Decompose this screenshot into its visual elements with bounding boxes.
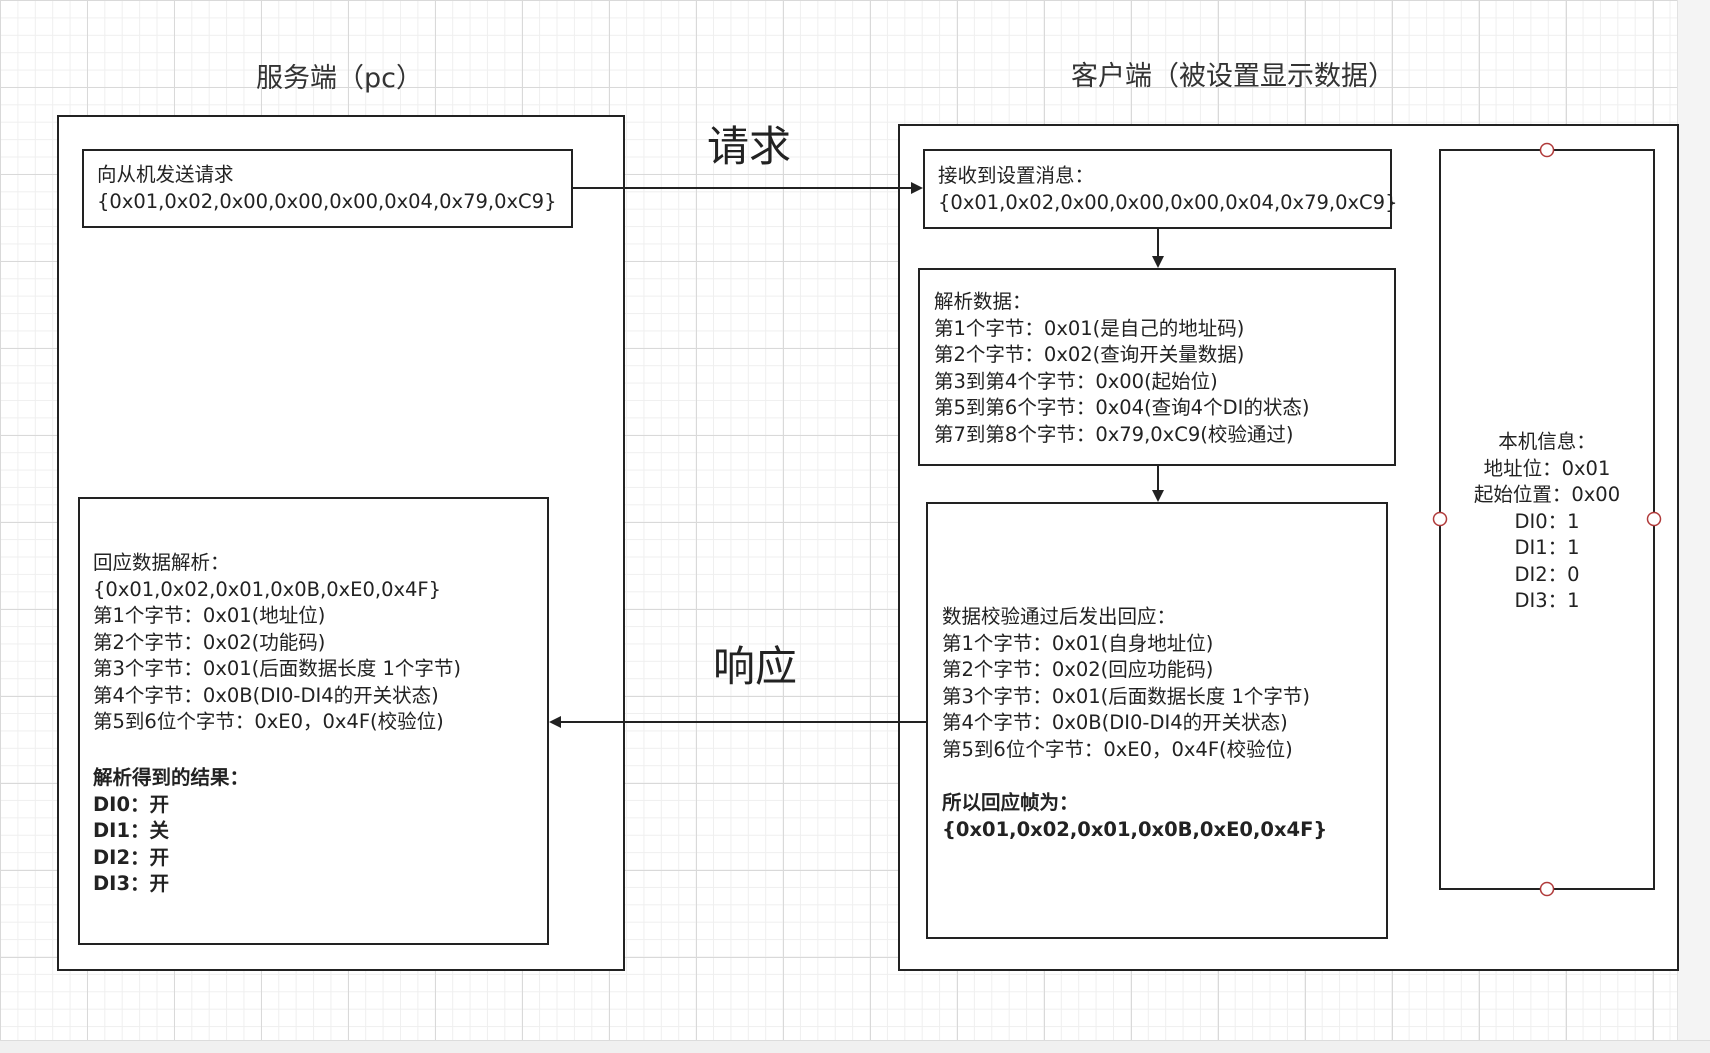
response-line-3: 第2个字节：0x02(功能码) — [93, 630, 326, 654]
client-parse-box[interactable]: 解析数据： 第1个字节：0x01(是自己的地址码) 第2个字节：0x02(查询开… — [918, 268, 1396, 466]
info-line-0: 本机信息： — [1498, 430, 1596, 453]
info-line-1: 地址位：0x01 — [1483, 456, 1611, 480]
client-receive-box[interactable]: 接收到设置消息： {0x01,0x02,0x00,0x00,0x00,0x04,… — [923, 149, 1398, 229]
receive-line-0: 接收到设置消息： — [938, 164, 1095, 187]
response-line-6: 第5到6位个字节：0xE0，0x4F(校验位) — [93, 710, 444, 733]
client-receive-text: 接收到设置消息： {0x01,0x02,0x00,0x00,0x00,0x04,… — [938, 163, 1398, 216]
request-label: 请求 — [707, 122, 792, 171]
response-line-0: 回应数据解析： — [93, 551, 230, 574]
client-reply-text: 数据校验通过后发出回应： 第1个字节：0x01(自身地址位) 第2个字节：0x0… — [942, 604, 1310, 763]
parse-line-0: 解析数据： — [934, 290, 1032, 313]
response-line-4: 第3个字节：0x01(后面数据长度 1个字节) — [93, 657, 461, 680]
response-label: 响应 — [713, 642, 798, 691]
info-line-2: 起始位置：0x00 — [1473, 483, 1621, 506]
frame-line-0: 所以回应帧为： — [942, 791, 1079, 814]
response-line-1: {0x01,0x02,0x01,0x0B,0xE0,0x4F} — [93, 577, 442, 601]
result-line-2: DI1：关 — [93, 819, 170, 842]
info-box-right-handle[interactable] — [1646, 511, 1662, 527]
server-request-box[interactable]: 向从机发送请求 {0x01,0x02,0x00,0x00,0x00,0x04,0… — [82, 149, 573, 228]
reply-line-4: 第4个字节：0x0B(DI0-DI4的开关状态) — [942, 711, 1288, 734]
parse-line-3: 第3到第4个字节：0x00(起始位) — [934, 369, 1218, 393]
client-frame-text: 所以回应帧为： {0x01,0x02,0x01,0x0B,0xE0,0x4F} — [942, 790, 1327, 843]
reply-line-2: 第2个字节：0x02(回应功能码) — [942, 658, 1214, 681]
client-title: 客户端（被设置显示数据） — [1071, 61, 1395, 92]
request-line-1: {0x01,0x02,0x00,0x00,0x00,0x04,0x79,0xC9… — [97, 189, 557, 213]
reply-line-1: 第1个字节：0x01(自身地址位) — [942, 631, 1214, 655]
result-line-3: DI2：开 — [93, 845, 170, 869]
response-line-5: 第4个字节：0x0B(DI0-DI4的开关状态) — [93, 683, 439, 707]
client-parse-text: 解析数据： 第1个字节：0x01(是自己的地址码) 第2个字节：0x02(查询开… — [934, 289, 1309, 448]
request-line-0: 向从机发送请求 — [97, 163, 234, 186]
info-box-top-handle[interactable] — [1539, 142, 1555, 158]
result-line-0: 解析得到的结果： — [93, 766, 250, 789]
receive-line-1: {0x01,0x02,0x00,0x00,0x00,0x04,0x79,0xC9… — [938, 190, 1398, 214]
server-response-box[interactable]: 回应数据解析： {0x01,0x02,0x01,0x0B,0xE0,0x4F} … — [78, 497, 549, 945]
server-title: 服务端（pc） — [256, 63, 423, 94]
info-line-6: DI3：1 — [1514, 589, 1580, 612]
result-line-4: DI3：开 — [93, 872, 170, 895]
parse-line-5: 第7到第8个字节：0x79,0xC9(校验通过) — [934, 422, 1294, 446]
client-info-box[interactable]: 本机信息： 地址位：0x01 起始位置：0x00 DI0：1 DI1：1 DI2… — [1439, 149, 1655, 890]
info-line-5: DI2：0 — [1514, 562, 1580, 586]
server-response-text: 回应数据解析： {0x01,0x02,0x01,0x0B,0xE0,0x4F} … — [93, 550, 461, 736]
parse-line-4: 第5到第6个字节：0x04(查询4个DI的状态) — [934, 396, 1310, 419]
reply-line-3: 第3个字节：0x01(后面数据长度 1个字节) — [942, 684, 1310, 708]
info-box-bottom-handle[interactable] — [1539, 881, 1555, 897]
reply-line-5: 第5到6位个字节：0xE0，0x4F(校验位) — [942, 737, 1293, 761]
server-result-text: 解析得到的结果： DI0：开 DI1：关 DI2：开 DI3：开 — [93, 765, 249, 898]
info-line-4: DI1：1 — [1514, 536, 1580, 559]
client-info-text: 本机信息： 地址位：0x01 起始位置：0x00 DI0：1 DI1：1 DI2… — [1441, 429, 1653, 615]
info-line-3: DI0：1 — [1514, 509, 1580, 533]
response-line-2: 第1个字节：0x01(地址位) — [93, 604, 326, 627]
frame-line-1: {0x01,0x02,0x01,0x0B,0xE0,0x4F} — [942, 817, 1328, 841]
canvas-bottom-scrollbar[interactable] — [0, 1040, 1710, 1053]
server-request-text: 向从机发送请求 {0x01,0x02,0x00,0x00,0x00,0x04,0… — [97, 162, 557, 215]
info-box-left-handle[interactable] — [1432, 511, 1448, 527]
reply-line-0: 数据校验通过后发出回应： — [942, 605, 1177, 628]
client-reply-box[interactable]: 数据校验通过后发出回应： 第1个字节：0x01(自身地址位) 第2个字节：0x0… — [926, 502, 1388, 939]
result-line-1: DI0：开 — [93, 792, 170, 816]
parse-line-2: 第2个字节：0x02(查询开关量数据) — [934, 343, 1245, 366]
parse-line-1: 第1个字节：0x01(是自己的地址码) — [934, 316, 1245, 340]
